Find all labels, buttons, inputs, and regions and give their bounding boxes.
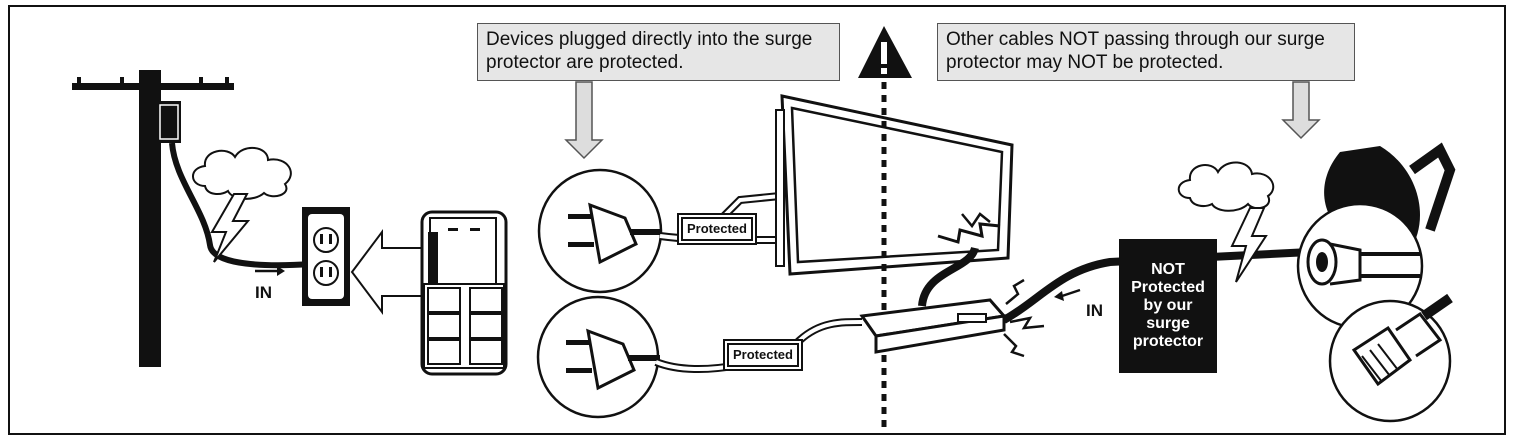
cloud-icon [192,147,292,200]
tv-monitor-icon [775,94,1014,276]
protected-tag-top: Protected [679,215,755,243]
protected-tag-bottom: Protected [725,341,801,369]
power-plug-icon [536,295,660,419]
unprotected-callout: Other cables NOT passing through our sur… [937,23,1355,81]
in-label-right: IN [1086,301,1103,320]
lightning-icon [210,193,251,263]
ethernet-plug-icon [1328,293,1453,423]
in-label-left: IN [255,283,272,302]
warning-icon [858,26,912,78]
surge-protector-icon [420,210,508,376]
utility-pole-icon [72,70,234,367]
diagram-frame [8,5,1506,435]
protected-callout: Devices plugged directly into the surge … [477,23,840,81]
power-line [169,142,313,269]
not-protected-label: NOT Protected by our surge protector [1119,239,1217,373]
wall-outlet-icon [302,207,350,306]
power-plug-icon [537,168,663,294]
cloud-icon [1177,161,1275,212]
coax-connector-icon [1296,202,1424,330]
lightning-icon [1230,207,1268,283]
